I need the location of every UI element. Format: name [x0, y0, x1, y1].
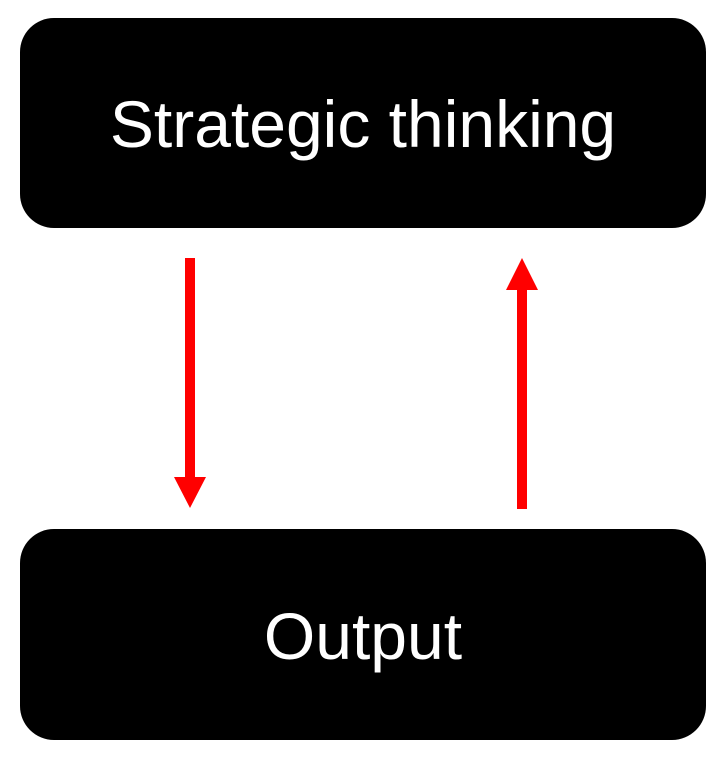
- down-arrow-head: [174, 477, 206, 508]
- down-arrow: [174, 258, 206, 508]
- down-arrow-shaft: [185, 258, 195, 478]
- output-label: Output: [263, 598, 463, 673]
- up-arrow: [506, 258, 538, 509]
- output-box: Output: [20, 529, 706, 740]
- up-arrow-shaft: [517, 289, 527, 509]
- up-arrow-head: [506, 258, 538, 290]
- strategic-thinking-label: Strategic thinking: [109, 87, 617, 161]
- strategic-thinking-box: Strategic thinking: [20, 18, 706, 228]
